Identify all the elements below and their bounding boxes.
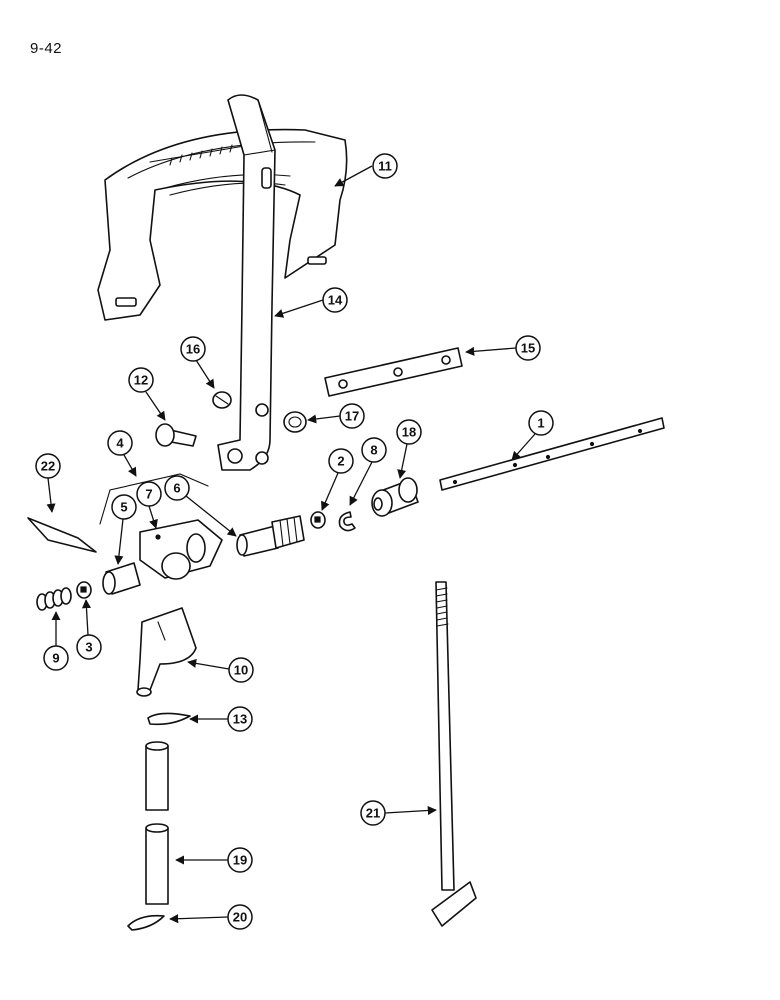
clip-upper	[147, 712, 191, 726]
callout-9: 9	[43, 611, 69, 671]
pedal-rod	[431, 581, 477, 927]
svg-text:10: 10	[234, 663, 248, 678]
quadrant-bracket	[97, 128, 348, 321]
gear-shaft	[236, 515, 305, 557]
callout-5: 5	[111, 494, 137, 565]
svg-text:9: 9	[52, 651, 59, 666]
svg-text:6: 6	[173, 481, 180, 496]
callout-7: 7	[136, 481, 162, 529]
svg-text:11: 11	[378, 159, 392, 174]
callout-11: 11	[334, 153, 398, 187]
tube-lower	[145, 823, 169, 905]
callout-14: 14	[274, 287, 348, 318]
callout-17: 17	[307, 403, 365, 429]
plate	[324, 347, 463, 397]
washer	[310, 511, 326, 529]
spring-pin	[212, 391, 232, 409]
hub	[371, 477, 419, 517]
svg-text:14: 14	[328, 293, 343, 308]
snap-ring	[338, 511, 356, 532]
svg-text:2: 2	[337, 454, 344, 469]
callout-2: 2	[321, 448, 354, 511]
svg-text:1: 1	[537, 416, 544, 431]
svg-text:17: 17	[345, 409, 359, 424]
svg-text:13: 13	[233, 712, 247, 727]
svg-text:19: 19	[233, 853, 247, 868]
rod	[439, 417, 665, 491]
callout-15: 15	[465, 335, 541, 361]
bracket	[139, 519, 223, 580]
svg-text:5: 5	[120, 500, 127, 515]
svg-text:7: 7	[145, 487, 152, 502]
gasket	[27, 517, 97, 553]
callout-20: 20	[169, 904, 253, 930]
callout-10: 10	[187, 657, 254, 683]
callout-8: 8	[349, 437, 387, 506]
svg-text:18: 18	[402, 425, 416, 440]
flat-washer	[76, 581, 92, 599]
svg-text:3: 3	[85, 640, 92, 655]
sleeve	[102, 562, 141, 595]
svg-text:22: 22	[41, 459, 55, 474]
callout-1: 1	[511, 410, 554, 461]
callout-22: 22	[35, 453, 61, 513]
svg-text:16: 16	[186, 342, 200, 357]
callout-16: 16	[180, 336, 215, 389]
svg-text:21: 21	[366, 806, 380, 821]
svg-text:4: 4	[116, 436, 124, 451]
callout-19: 19	[175, 847, 253, 873]
callout-3: 3	[76, 599, 102, 660]
callout-21: 21	[360, 800, 437, 826]
clip-lower	[127, 914, 165, 931]
page-number: 9-42	[30, 40, 63, 57]
tube-upper	[145, 741, 169, 811]
svg-text:15: 15	[521, 341, 535, 356]
svg-text:8: 8	[370, 443, 377, 458]
svg-text:12: 12	[134, 373, 148, 388]
bushing	[283, 411, 307, 433]
shifter-guide	[136, 607, 197, 697]
lever	[217, 94, 276, 471]
callout-4: 4	[107, 430, 137, 477]
callout-6: 6	[164, 475, 237, 537]
spring	[36, 587, 72, 611]
callout-18: 18	[396, 419, 422, 479]
callout-12: 12	[128, 367, 166, 421]
svg-text:20: 20	[233, 910, 247, 925]
pivot-pin	[155, 423, 197, 447]
callout-13: 13	[189, 706, 253, 732]
